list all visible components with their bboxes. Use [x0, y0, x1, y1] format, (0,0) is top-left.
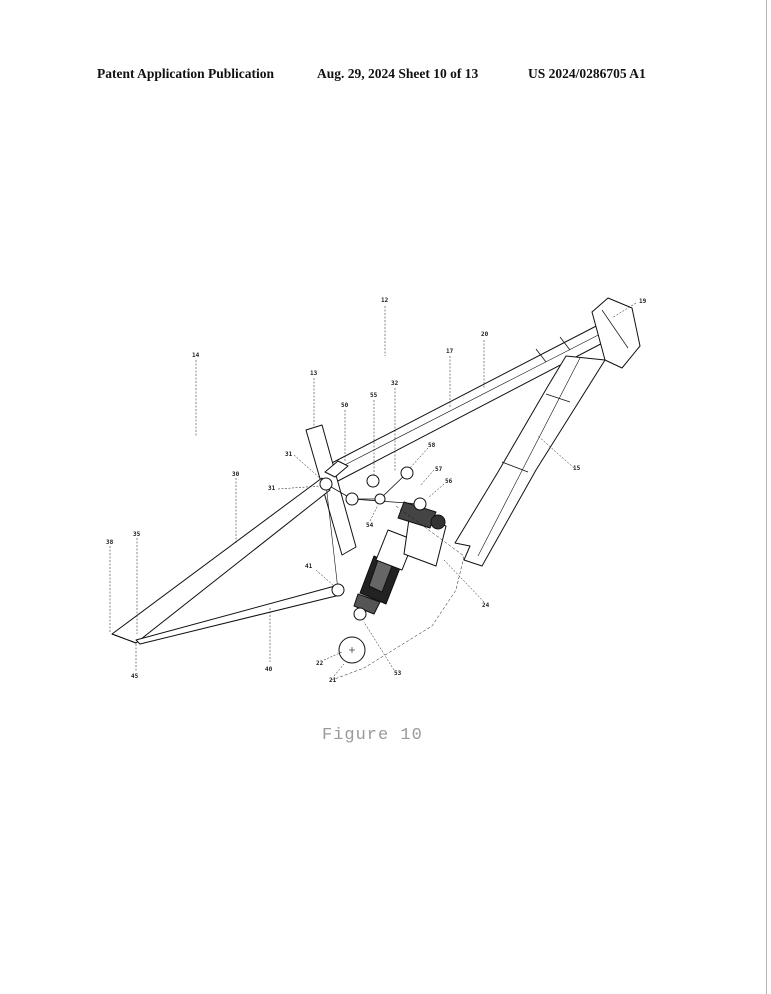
top-tube-divider-2 — [559, 336, 571, 351]
ref-55: 55 — [370, 392, 378, 399]
ref-20: 20 — [481, 331, 489, 338]
down-tube-inner-edge — [477, 357, 581, 557]
leader-31a — [293, 454, 323, 481]
leader-58 — [409, 447, 429, 469]
ref-22: 22 — [316, 660, 324, 667]
shock-absorber — [353, 497, 447, 621]
top-tube-centerline — [330, 328, 611, 473]
leader-54 — [369, 504, 379, 522]
ref-12: 12 — [381, 297, 389, 304]
date-and-sheet: Aug. 29, 2024 Sheet 10 of 13 — [317, 66, 479, 81]
ref-50: 50 — [341, 402, 349, 409]
publication-number: US 2024/0286705 A1 — [528, 66, 646, 81]
linkage-link-e — [325, 483, 339, 591]
pivot-link-left — [345, 492, 359, 506]
seat-clamp — [324, 460, 349, 478]
scan-edge-line — [766, 0, 767, 994]
down-tube-divider-1 — [545, 393, 571, 403]
shock-lower-mount — [353, 593, 381, 615]
leader-21 — [333, 663, 345, 677]
shock-shaft — [375, 529, 415, 571]
leader-15 — [537, 435, 575, 469]
shock-top-eyelet — [413, 497, 427, 511]
shock-adjuster-knob — [430, 514, 446, 530]
head-tube-edge — [601, 309, 629, 349]
shock-bottom-eyelet — [353, 607, 367, 621]
figure-caption: Figure 10 — [322, 726, 423, 745]
pivot-41 — [331, 583, 345, 597]
leader-19 — [611, 302, 637, 319]
linkage-link-d — [351, 498, 421, 505]
ref-35: 35 — [133, 531, 141, 538]
publication-title: Patent Application Publication — [97, 66, 275, 81]
leader-53 — [363, 621, 395, 671]
ref-21: 21 — [329, 677, 337, 684]
ref-15: 15 — [573, 465, 581, 472]
ref-19: 19 — [639, 298, 647, 305]
pivot-58 — [400, 466, 414, 480]
ref-30: 30 — [232, 471, 240, 478]
down-tube — [454, 355, 606, 567]
ref-53: 53 — [394, 670, 402, 677]
ref-56: 56 — [445, 478, 453, 485]
pivot-31 — [319, 477, 333, 491]
ref-14: 14 — [192, 352, 200, 359]
ref-41: 41 — [305, 563, 313, 570]
top-tube-divider-1 — [535, 348, 547, 363]
leader-31b — [277, 485, 321, 490]
ref-45: 45 — [131, 673, 139, 680]
ref-54: 54 — [366, 522, 374, 529]
seat-stay-edge — [111, 633, 137, 644]
leader-57 — [419, 469, 435, 487]
pivot-55 — [366, 474, 380, 488]
dashed-outline-24 — [331, 505, 465, 681]
ref-38: 38 — [106, 539, 114, 546]
ref-57: 57 — [435, 466, 443, 473]
shock-top-head — [397, 501, 437, 529]
leader-41 — [315, 569, 335, 587]
down-tube-divider-2 — [501, 461, 529, 473]
seat-tube — [305, 424, 357, 556]
ref-32: 32 — [391, 380, 399, 387]
leader-56 — [427, 483, 445, 499]
ref-31b: 31 — [268, 485, 276, 492]
ref-17: 17 — [446, 348, 454, 355]
ref-13: 13 — [310, 370, 318, 377]
page-header: Patent Application Publication Aug. 29, … — [0, 66, 771, 86]
ref-58: 58 — [428, 442, 436, 449]
ref-40: 40 — [265, 666, 273, 673]
pivot-54 — [374, 493, 386, 505]
head-tube — [591, 297, 641, 369]
ref-24: 24 — [482, 602, 490, 609]
leader-24 — [443, 559, 485, 603]
ref-31a: 31 — [285, 451, 293, 458]
